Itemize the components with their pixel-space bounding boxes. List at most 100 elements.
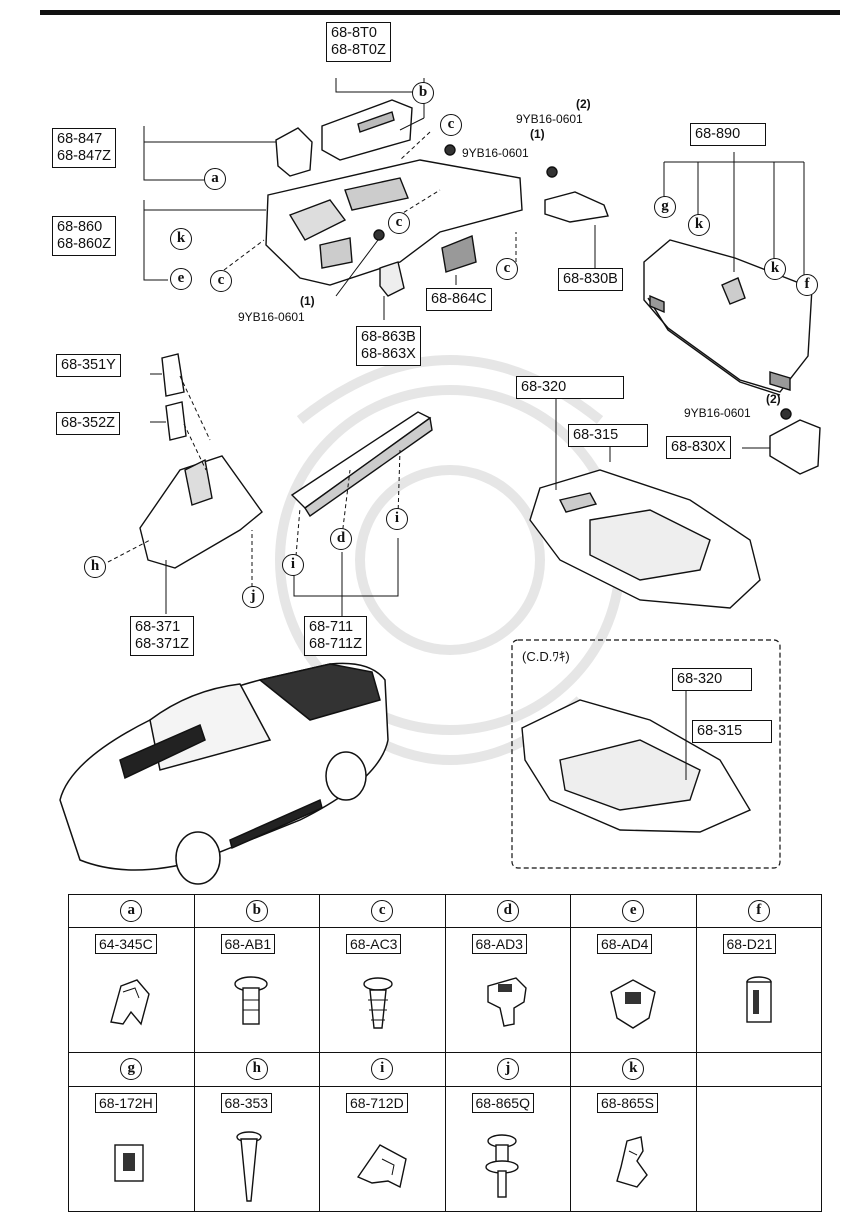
callout-f: f — [796, 274, 818, 296]
table-cell: f — [695, 893, 822, 929]
snap-clip-icon — [745, 976, 772, 1023]
table-cell: 68-AD4 — [570, 927, 697, 1054]
part-number: 68-865Q — [471, 1092, 534, 1113]
table-letter: k — [622, 1058, 645, 1081]
callout-k-tray1: k — [688, 214, 710, 236]
fastener-table: a b c d e f 64-345C 68-AB1 68-AC3 68-AD3… — [68, 893, 822, 1213]
table-cell: 64-345C — [68, 927, 195, 1054]
retainer-clip-icon — [486, 977, 527, 1027]
part-number: 64-345C — [95, 934, 157, 955]
qty-2-right: (2) — [766, 392, 781, 406]
label-68-890: 68-890 — [690, 123, 766, 146]
screw-grommet-icon — [484, 1133, 519, 1198]
christmas-tree-clip-icon — [363, 977, 393, 1029]
side-bracket-parts — [139, 353, 263, 569]
dashed-leader-lines — [107, 131, 517, 594]
bolt-9YB16-0601-right: 9YB16-0601 — [684, 406, 751, 420]
part-number: 68-AB1 — [220, 934, 276, 955]
label-68-315-upper: 68-315 — [568, 424, 648, 447]
callout-c-right: c — [496, 258, 518, 280]
table-cell: k — [570, 1052, 697, 1087]
sill-plate-part — [290, 411, 433, 517]
bracket-clip-icon — [114, 1143, 144, 1182]
table-cell: h — [193, 1052, 320, 1087]
callout-b: b — [412, 82, 434, 104]
table-letter: c — [371, 900, 394, 922]
bracket-830x — [769, 408, 821, 475]
table-cell — [695, 1085, 822, 1213]
cd-variant-note: (C.D.ﾜｷ) — [522, 649, 570, 664]
part-number: 68-D21 — [722, 934, 777, 955]
part-number: 68-353 — [220, 1092, 273, 1113]
table-letter: i — [371, 1058, 394, 1081]
table-cell: c — [319, 893, 446, 929]
callout-i-right: i — [386, 508, 408, 530]
part-number: 68-712D — [346, 1092, 408, 1113]
part-number: 68-AC3 — [346, 934, 402, 955]
table-letter: g — [120, 1058, 143, 1081]
bolt-9YB16-0601-low: 9YB16-0601 — [238, 310, 305, 324]
table-cell: e — [570, 893, 697, 929]
label-68-320-upper: 68-320 — [516, 376, 624, 399]
clip-icon — [110, 979, 150, 1026]
part-number: 68-172H — [95, 1092, 157, 1113]
callout-c-mid: c — [388, 212, 410, 234]
callout-j: j — [242, 586, 264, 608]
car-silhouette — [59, 662, 389, 885]
qty-2-upper: (2) — [576, 97, 591, 111]
callout-k-left: k — [170, 228, 192, 250]
luggage-tray-upper — [529, 469, 761, 609]
bolt-9YB16-0601-top: 9YB16-0601 — [516, 112, 583, 126]
part-number: 68-AD3 — [471, 934, 527, 955]
header-rule — [40, 10, 840, 15]
table-cell: 68-172H — [68, 1085, 195, 1213]
callout-e: e — [170, 268, 192, 290]
luggage-tray-lower — [521, 699, 752, 833]
table-letter: f — [747, 900, 770, 922]
table-cell: 68-D21 — [695, 927, 822, 1054]
label-68-352Z: 68-352Z — [56, 412, 121, 435]
table-letter: a — [120, 900, 143, 922]
callout-g: g — [654, 196, 676, 218]
bolt-9YB16-0601-mid: 9YB16-0601 — [462, 146, 529, 160]
table-cell: j — [444, 1052, 571, 1087]
hook-clip-icon — [616, 1135, 648, 1188]
table-cell: d — [444, 893, 571, 929]
label-68-315-lower: 68-315 — [692, 720, 772, 743]
part-number: 68-AD4 — [597, 934, 653, 955]
qty-1-lower: (1) — [300, 294, 315, 308]
callout-k-tray2: k — [764, 258, 786, 280]
cd-variant-box — [511, 639, 781, 869]
label-68-863B: 68-863B 68-863X — [356, 326, 421, 366]
table-cell — [695, 1052, 822, 1087]
table-cell: 68-353 — [193, 1085, 320, 1213]
label-68-371: 68-371 68-371Z — [130, 616, 195, 656]
label-68-830X: 68-830X — [666, 436, 731, 459]
push-rivet-icon — [233, 976, 268, 1025]
label-68-860: 68-860 68-860Z — [52, 216, 117, 256]
table-cell: 68-AC3 — [319, 927, 446, 1054]
grommet-nut-icon — [610, 979, 656, 1029]
table-cell: b — [193, 893, 320, 929]
table-letter: e — [622, 900, 645, 922]
table-cell: 68-AD3 — [444, 927, 571, 1054]
callout-c-left: c — [210, 270, 232, 292]
label-68-830B: 68-830B — [558, 268, 623, 291]
callout-h: h — [84, 556, 106, 578]
console-trim-parts — [265, 99, 609, 297]
table-cell: i — [319, 1052, 446, 1087]
spring-clip-icon — [356, 1143, 407, 1188]
label-68-8T0: 68-8T0 68-8T0Z — [326, 22, 391, 62]
part-number: 68-865S — [597, 1092, 658, 1113]
table-cell: 68-865Q — [444, 1085, 571, 1213]
label-68-351Y: 68-351Y — [56, 354, 121, 377]
table-cell: g — [68, 1052, 195, 1087]
label-68-847: 68-847 68-847Z — [52, 128, 117, 168]
callout-c-top: c — [440, 114, 462, 136]
tapered-pin-icon — [235, 1130, 262, 1202]
table-letter: d — [496, 900, 519, 922]
callout-i-left: i — [282, 554, 304, 576]
table-letter: j — [496, 1058, 519, 1081]
rear-package-panel — [643, 239, 813, 396]
label-68-320-lower: 68-320 — [672, 668, 752, 691]
